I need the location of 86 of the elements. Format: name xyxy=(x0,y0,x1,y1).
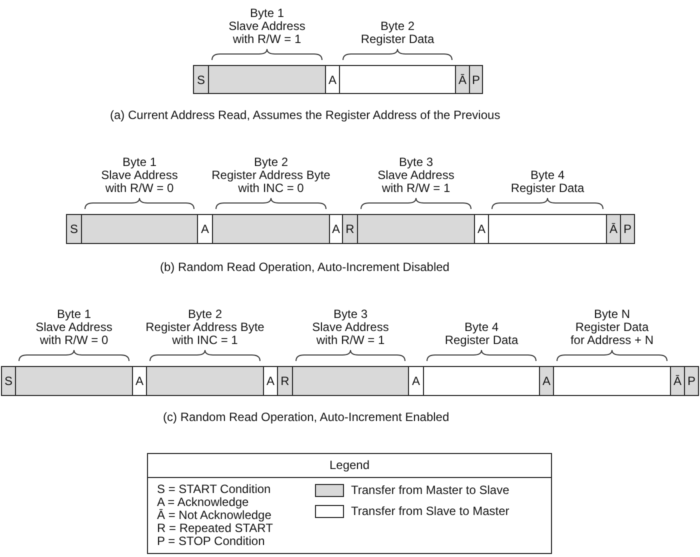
legend-text: Transfer from Slave to Master xyxy=(351,504,510,518)
byte-label: Byte 4 xyxy=(463,321,500,334)
field-symbol: A xyxy=(477,222,486,236)
frame-bit-field xyxy=(66,214,82,244)
legend-key-text: P = STOP Condition xyxy=(157,535,265,548)
frame-bit-field xyxy=(684,366,699,396)
field-symbol: A xyxy=(542,374,550,388)
byte-label: Byte 4 xyxy=(529,169,566,182)
byte-label: with R/W = 0 xyxy=(104,182,175,195)
frame-byte-field xyxy=(146,366,264,396)
frame-byte-field xyxy=(15,366,133,396)
field-symbol: P xyxy=(687,374,696,388)
field-symbol: A xyxy=(200,222,209,236)
byte-label: Byte 2 xyxy=(186,308,224,321)
field-symbol: A xyxy=(412,374,420,388)
field-symbol: A xyxy=(266,374,274,388)
byte-label: with R/W = 1 xyxy=(232,33,302,46)
frame-byte-field xyxy=(423,366,540,396)
byte-label: Byte N xyxy=(592,308,631,321)
field-symbol: P xyxy=(472,72,480,86)
frame-bit-field xyxy=(329,214,343,244)
byte-label: Register Data xyxy=(444,334,520,347)
field-symbol: S xyxy=(196,72,205,86)
legend-key-text: A = Acknowledge xyxy=(157,496,249,509)
caption: (b) Random Read Operation, Auto-Increment Disabled xyxy=(160,260,450,274)
legend-title: Legend xyxy=(328,458,371,472)
frame-bit-field xyxy=(620,214,635,244)
byte-label: with R/W = 0 xyxy=(38,334,110,347)
frame-bit-field xyxy=(670,366,685,396)
frame-bit-field xyxy=(469,65,483,94)
frame-bit-field xyxy=(325,65,340,94)
frame-byte-field xyxy=(357,214,475,244)
byte-label: Register Address Byte xyxy=(144,321,266,334)
frame-bit-field xyxy=(132,366,147,396)
field-symbol: Ā xyxy=(673,374,682,388)
frame-bit-field xyxy=(539,366,554,396)
byte-label: with INC = 0 xyxy=(238,182,305,195)
field-symbol: R xyxy=(346,222,354,236)
byte-label: Byte 1 xyxy=(248,7,286,20)
byte-label: Register Data xyxy=(510,182,586,195)
byte-label: with R/W = 1 xyxy=(380,182,452,195)
legend-key-text: S = START Condition xyxy=(157,483,271,496)
byte-label: Byte 3 xyxy=(398,156,434,169)
caption: (a) Current Address Read, Assumes the Register Address of the Previous xyxy=(110,108,500,122)
frame-byte-field xyxy=(81,214,198,244)
byte-label: Byte 1 xyxy=(56,308,92,321)
byte-label: Byte 1 xyxy=(121,156,158,169)
field-symbol: Ā xyxy=(609,222,618,236)
byte-label: Register Data xyxy=(574,321,650,334)
frame-byte-field xyxy=(339,65,456,94)
field-symbol: A xyxy=(328,72,336,86)
byte-label: Register Data xyxy=(360,33,436,46)
frame-bit-field xyxy=(455,65,470,94)
frame-byte-field xyxy=(553,366,671,396)
caption: (c) Random Read Operation, Auto-Increment Enabled xyxy=(163,410,450,424)
byte-label: Register Address Byte xyxy=(210,169,332,182)
frame-byte-field xyxy=(488,214,607,244)
byte-label: for Address + N xyxy=(569,334,655,347)
frame-bit-field xyxy=(474,214,489,244)
byte-label: Slave Address xyxy=(228,20,306,33)
byte-label: Byte 2 xyxy=(252,156,290,169)
field-symbol: P xyxy=(623,222,632,236)
frame-bit-field xyxy=(342,214,358,244)
frame-bit-field xyxy=(263,366,278,396)
frame-bit-field xyxy=(193,65,209,94)
byte-label: with INC = 1 xyxy=(172,334,239,347)
byte-label: with R/W = 1 xyxy=(315,334,386,347)
field-symbol: S xyxy=(70,222,78,236)
frame-bit-field xyxy=(408,366,424,396)
field-symbol: R xyxy=(280,374,290,388)
frame-bit-field xyxy=(197,214,213,244)
legend-text: Transfer from Master to Slave xyxy=(351,483,510,497)
field-symbol: Ā xyxy=(458,72,466,86)
frame-bit-field xyxy=(1,366,16,396)
legend-key-text: R = Repeated START xyxy=(157,522,273,535)
byte-label: Byte 2 xyxy=(379,20,416,33)
frame-byte-field xyxy=(292,366,409,396)
field-symbol: A xyxy=(332,222,340,236)
legend-key-text: Ā = Not Acknowledge xyxy=(157,509,272,522)
field-symbol: A xyxy=(135,374,144,388)
frame-bit-field xyxy=(606,214,621,244)
frame-byte-field xyxy=(212,214,330,244)
frame-bit-field xyxy=(277,366,293,396)
field-symbol: S xyxy=(4,374,12,388)
frame-byte-field xyxy=(208,65,326,94)
byte-label: Byte 3 xyxy=(332,308,369,321)
